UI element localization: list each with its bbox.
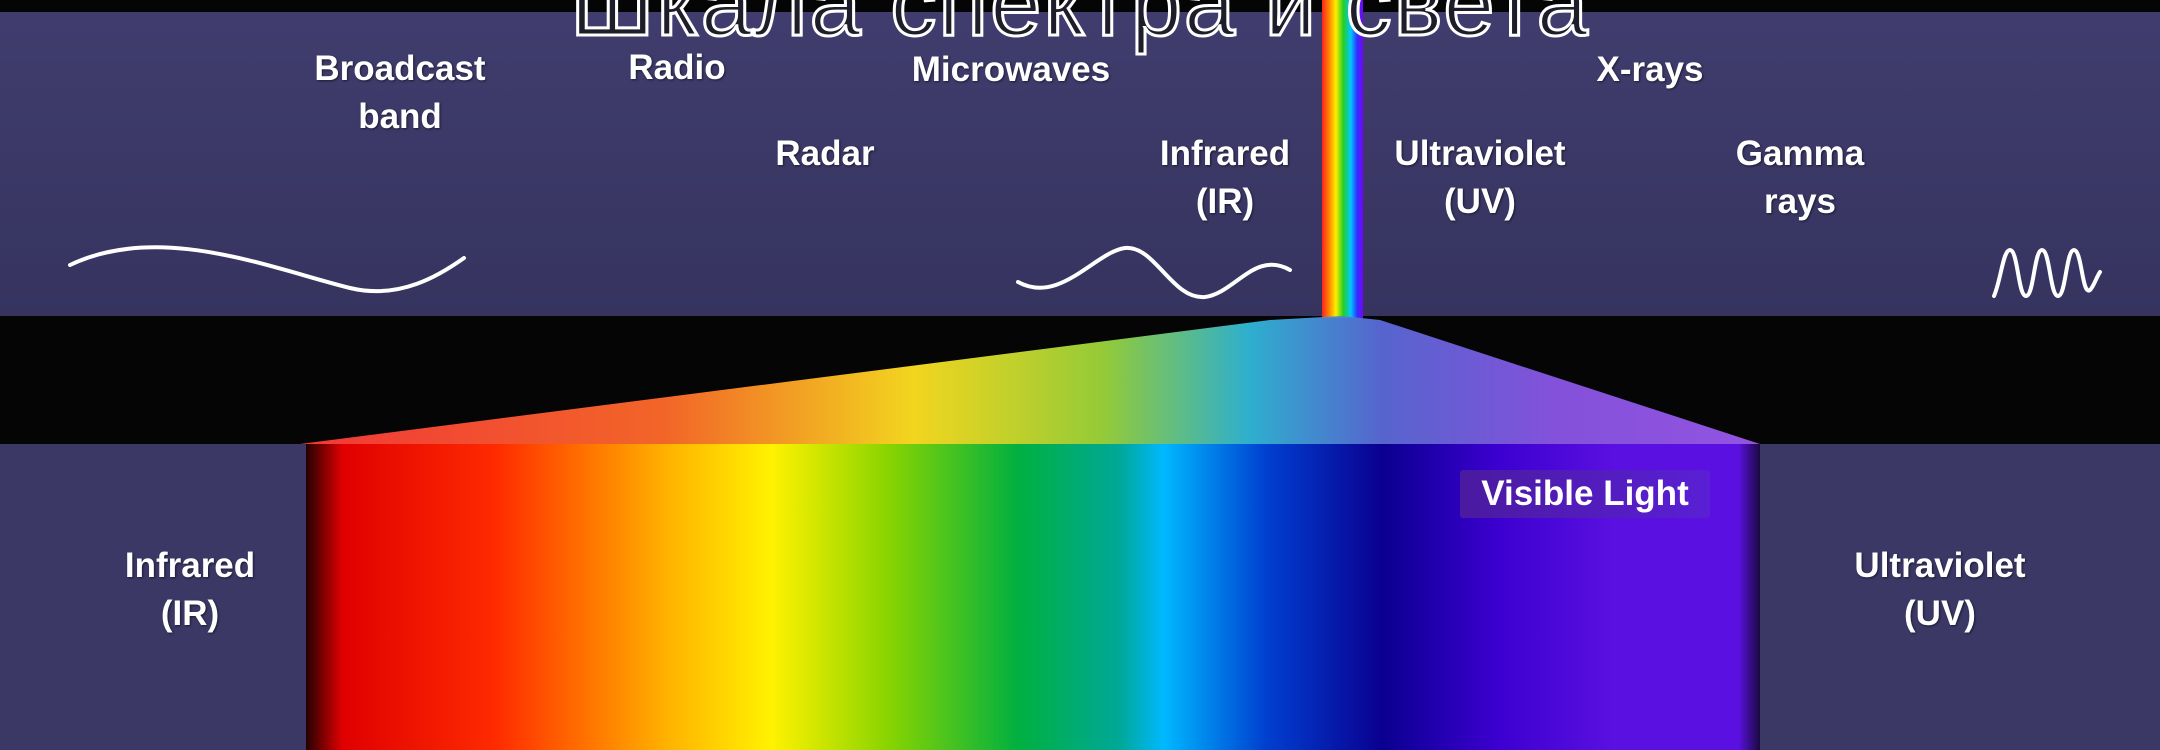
label-infrared-top-line2: (IR) <box>1195 182 1255 221</box>
label-gamma-rays: Gamma rays <box>1710 130 1890 226</box>
bottom-panel-right <box>1760 444 2160 750</box>
bottom-panel-left <box>0 444 306 750</box>
label-infrared-top: Infrared (IR) <box>1140 130 1310 226</box>
rainbow-beam <box>1322 0 1363 318</box>
label-infrared-bottom-line2: (IR) <box>160 594 220 633</box>
label-ultraviolet-top-line1: Ultraviolet <box>1394 134 1566 173</box>
label-infrared-bottom: Infrared (IR) <box>90 542 290 638</box>
label-ultraviolet-bottom: Ultraviolet (UV) <box>1840 542 2040 638</box>
label-broadcast-line2: band <box>358 97 442 136</box>
label-x-rays: X-rays <box>1596 50 1704 89</box>
label-ultraviolet-bottom-line1: Ultraviolet <box>1854 546 2026 585</box>
label-visible-light: Visible Light <box>1460 470 1710 518</box>
label-radio: Radio <box>628 48 726 87</box>
label-radar: Radar <box>775 134 875 173</box>
label-microwaves: Microwaves <box>911 50 1111 89</box>
long-wave-icon <box>68 245 466 294</box>
label-infrared-bottom-line1: Infrared <box>124 546 256 585</box>
label-broadcast-line1: Broadcast <box>314 49 486 88</box>
top-band-right <box>1363 12 2160 316</box>
label-broadcast-band: Broadcast band <box>300 45 500 141</box>
page-title: Шкала спектра и света <box>569 0 1590 56</box>
label-gamma-line1: Gamma <box>1735 134 1865 173</box>
label-ultraviolet-top: Ultraviolet (UV) <box>1380 130 1580 226</box>
label-ultraviolet-top-line2: (UV) <box>1444 182 1516 221</box>
short-wave-icon <box>1992 247 2102 299</box>
label-gamma-line2: rays <box>1763 182 1837 221</box>
medium-wave-icon <box>1016 245 1292 300</box>
top-band-left <box>0 12 1322 316</box>
label-ultraviolet-bottom-line2: (UV) <box>1904 594 1976 633</box>
label-infrared-top-line1: Infrared <box>1159 134 1291 173</box>
dispersion-fan <box>300 316 1760 444</box>
